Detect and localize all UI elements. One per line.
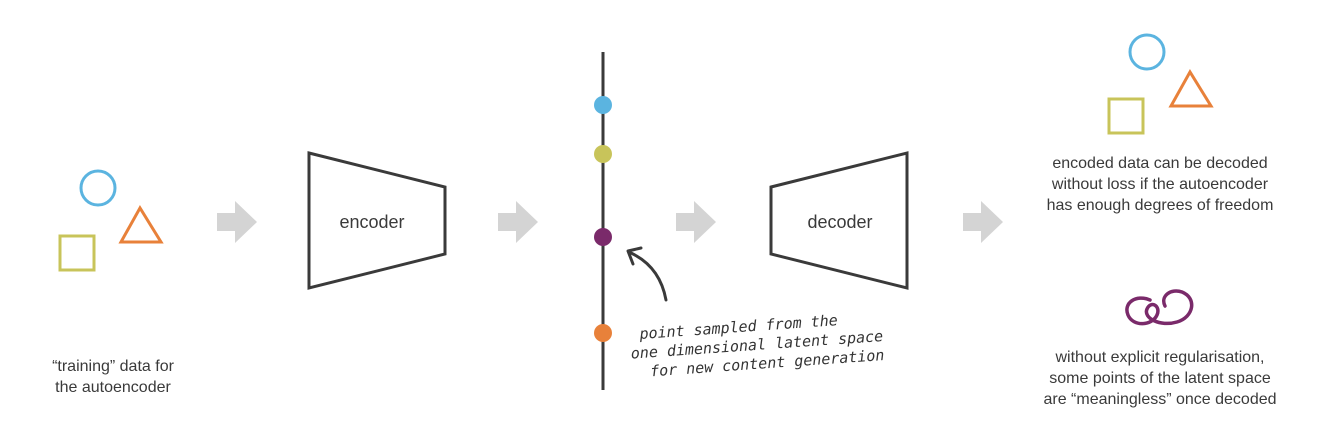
encoder-block: encoder [307,151,447,290]
encoder-shape [307,151,447,290]
flow-arrow-2 [498,201,538,243]
output-square [1107,97,1145,135]
flow-arrow-4 [963,201,1003,243]
decoder-block: decoder [769,151,909,290]
input-square [58,234,96,272]
latent-space [594,52,612,390]
flow-arrow-1 [217,201,257,243]
meaningless-squiggle [1125,289,1194,326]
output-top-line2: without loss if the autoencoder [1051,176,1269,193]
output-bottom-line1: without explicit regularisation, [1055,349,1265,366]
output-bottom-line3: are “meaningless” once decoded [1043,391,1276,408]
annotation-arrow [626,246,668,302]
annotation-text: point sampled from the one dimensional l… [630,311,885,380]
output-circle [1128,33,1166,71]
input-triangle [118,205,164,244]
output-top-line3: has enough degrees of freedom [1047,197,1274,214]
input-circle [79,169,117,207]
input-shapes [58,169,164,272]
decoder-shape [769,151,909,290]
meaningless-output [1125,289,1194,326]
output-top-caption: encoded data can be decoded without loss… [1047,155,1274,214]
flow-arrow-3 [676,201,716,243]
latent-point-purple [594,228,612,246]
latent-point-blue [594,96,612,114]
decoder-label: decoder [807,212,872,232]
output-top-line1: encoded data can be decoded [1052,155,1267,172]
input-caption-line2: the autoencoder [55,379,171,396]
output-triangle [1168,69,1214,108]
input-caption: “training” data for the autoencoder [52,358,175,396]
input-caption-line1: “training” data for [52,358,175,375]
encoder-label: encoder [339,212,404,232]
output-shapes [1107,33,1214,135]
output-bottom-line2: some points of the latent space [1049,370,1271,387]
latent-point-orange [594,324,612,342]
output-bottom-caption: without explicit regularisation, some po… [1043,349,1276,408]
annotation-arrow-curve [629,251,668,302]
annotation-arrow-head [626,246,643,266]
latent-point-yellow [594,145,612,163]
